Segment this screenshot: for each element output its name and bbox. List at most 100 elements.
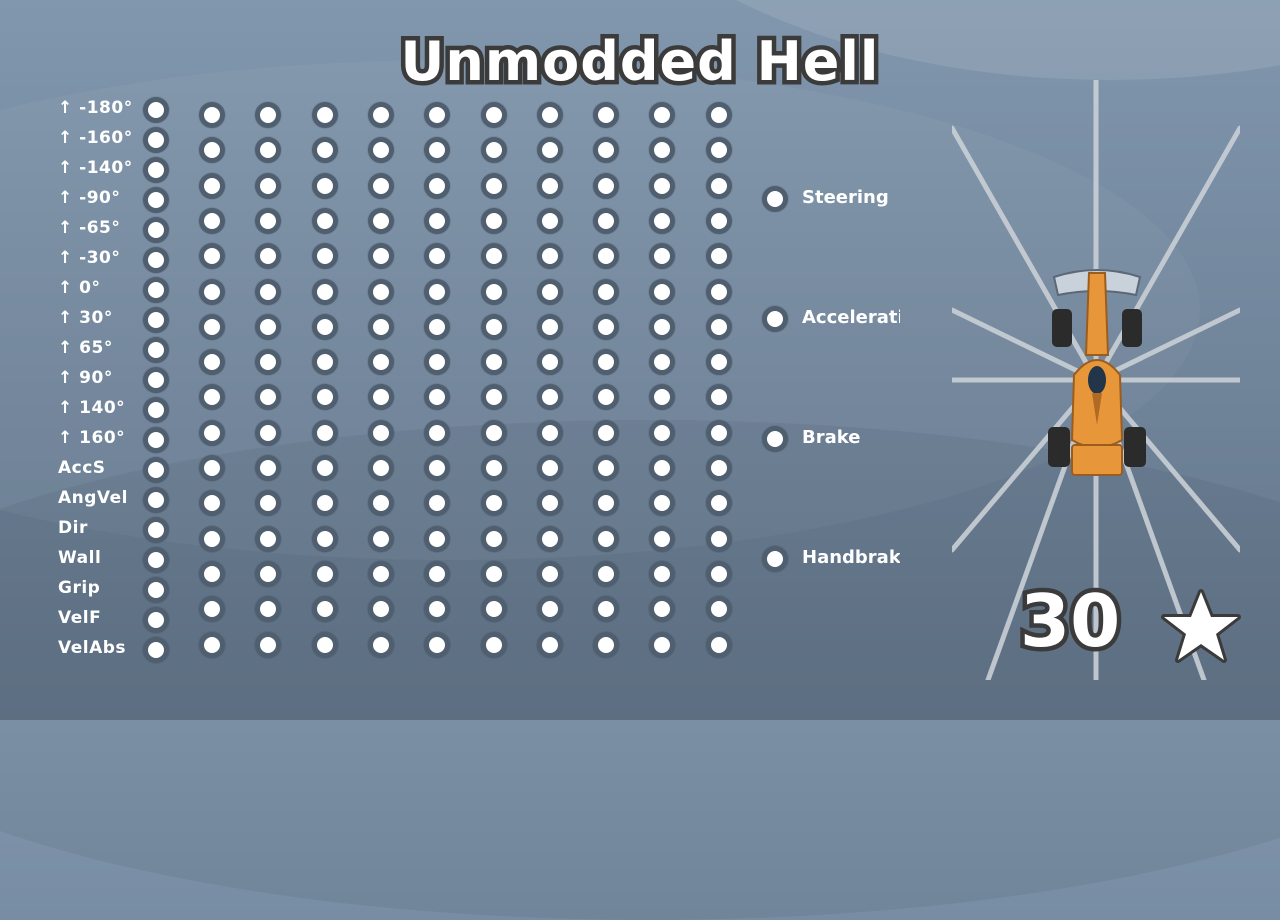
hidden-node	[424, 632, 450, 658]
input-label: ↑ -30°	[58, 248, 120, 268]
input-node	[143, 277, 169, 303]
hidden-node	[537, 314, 563, 340]
input-label: ↑ 140°	[58, 398, 125, 418]
hidden-node	[199, 102, 225, 128]
hidden-node	[424, 208, 450, 234]
hidden-node	[368, 102, 394, 128]
hidden-node	[255, 384, 281, 410]
hidden-node	[537, 632, 563, 658]
hidden-node	[706, 243, 732, 269]
hidden-node	[368, 384, 394, 410]
input-node	[143, 217, 169, 243]
input-node	[143, 337, 169, 363]
hidden-node	[593, 561, 619, 587]
hidden-node	[255, 561, 281, 587]
hidden-node	[199, 314, 225, 340]
hidden-node	[481, 173, 507, 199]
hidden-node	[537, 208, 563, 234]
hidden-node	[649, 102, 675, 128]
hidden-node	[649, 596, 675, 622]
hidden-node	[199, 526, 225, 552]
hidden-node	[199, 632, 225, 658]
hidden-node	[255, 490, 281, 516]
hidden-node	[312, 420, 338, 446]
hidden-node	[706, 279, 732, 305]
input-label: ↑ -90°	[58, 188, 120, 208]
hidden-node	[368, 596, 394, 622]
hidden-node	[424, 349, 450, 375]
star-icon	[1160, 588, 1242, 666]
hidden-node	[255, 279, 281, 305]
hidden-node	[481, 561, 507, 587]
hidden-node	[481, 208, 507, 234]
hidden-node	[255, 349, 281, 375]
input-label: ↑ -160°	[58, 128, 133, 148]
input-node	[143, 517, 169, 543]
hidden-node	[199, 243, 225, 269]
hidden-node	[255, 208, 281, 234]
hidden-node	[255, 420, 281, 446]
hidden-node	[424, 490, 450, 516]
hidden-node	[706, 596, 732, 622]
hidden-node	[481, 490, 507, 516]
hidden-node	[481, 596, 507, 622]
hidden-node	[481, 137, 507, 163]
hidden-node	[424, 279, 450, 305]
hidden-node	[593, 173, 619, 199]
hidden-node	[199, 208, 225, 234]
hidden-node	[706, 208, 732, 234]
hidden-node	[368, 632, 394, 658]
hidden-node	[312, 561, 338, 587]
hidden-node	[649, 243, 675, 269]
hidden-node	[481, 420, 507, 446]
hidden-node	[706, 102, 732, 128]
input-label: VelF	[58, 608, 101, 628]
hidden-node	[312, 208, 338, 234]
input-node	[143, 457, 169, 483]
race-car-icon	[1042, 265, 1152, 500]
hidden-node	[593, 102, 619, 128]
hidden-node	[593, 279, 619, 305]
hidden-node	[255, 314, 281, 340]
hidden-node	[649, 632, 675, 658]
hidden-node	[424, 137, 450, 163]
hidden-node	[706, 173, 732, 199]
hidden-node	[593, 420, 619, 446]
hidden-node	[255, 243, 281, 269]
input-label: AngVel	[58, 488, 128, 508]
input-node	[143, 397, 169, 423]
input-label: ↑ 65°	[58, 338, 113, 358]
input-node	[143, 97, 169, 123]
input-node	[143, 547, 169, 573]
hidden-node	[649, 173, 675, 199]
input-label: ↑ -180°	[58, 98, 133, 118]
hidden-node	[593, 490, 619, 516]
hidden-node	[424, 561, 450, 587]
hidden-node	[537, 137, 563, 163]
hidden-node	[537, 102, 563, 128]
hidden-node	[199, 490, 225, 516]
hidden-node	[312, 632, 338, 658]
hidden-node	[199, 349, 225, 375]
hidden-node	[706, 455, 732, 481]
hidden-node	[368, 455, 394, 481]
input-node	[143, 157, 169, 183]
hidden-node	[199, 173, 225, 199]
hidden-node	[537, 490, 563, 516]
hidden-node	[649, 137, 675, 163]
hidden-node	[312, 455, 338, 481]
hidden-node	[424, 243, 450, 269]
hidden-node	[537, 243, 563, 269]
hidden-node	[368, 137, 394, 163]
hidden-node	[537, 455, 563, 481]
hidden-node	[255, 596, 281, 622]
hidden-node	[312, 526, 338, 552]
hidden-node	[649, 490, 675, 516]
hidden-node	[199, 455, 225, 481]
output-label: Handbrake	[802, 547, 900, 568]
input-label: Dir	[58, 518, 88, 538]
hidden-node	[481, 526, 507, 552]
input-label: ↑ 90°	[58, 368, 113, 388]
hidden-node	[312, 314, 338, 340]
hidden-node	[312, 102, 338, 128]
